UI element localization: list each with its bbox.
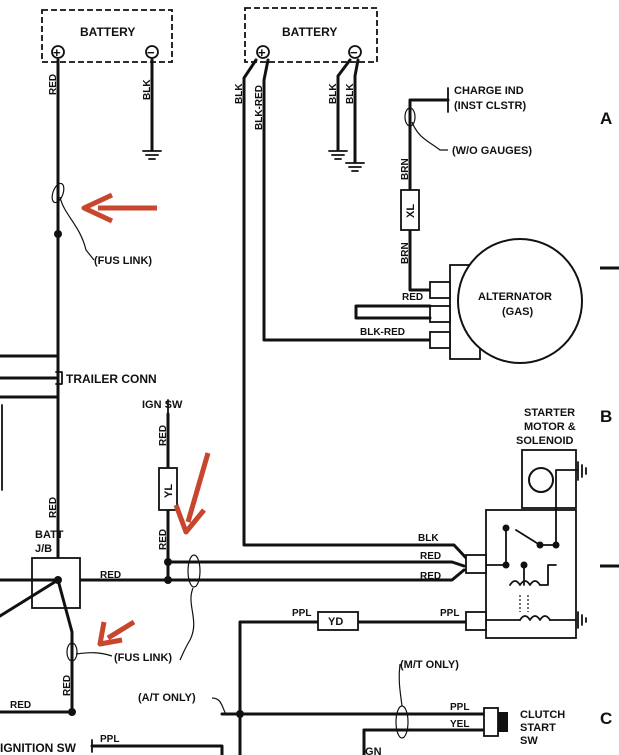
wire-alt-red-loop (354, 304, 432, 320)
splice-dot (68, 708, 76, 716)
wire-label-blk-batt1: BLK (142, 79, 153, 100)
battery-left-negative-sign: − (147, 45, 155, 60)
wire-label-blkred-batt2: BLK-RED (254, 85, 265, 130)
battery-right-negative-terminal (348, 45, 362, 59)
charge-ind-sub-label: (INST CLSTR) (454, 100, 526, 112)
fus-link-label-2: (FUS LINK) (114, 652, 172, 664)
zone-a-label: A (600, 109, 612, 128)
battery-left-negative-terminal (145, 45, 159, 59)
fusible-splice (404, 107, 448, 151)
mt-only-label: (M/T ONLY) (400, 659, 459, 671)
battery-left-positive-terminal (51, 45, 65, 59)
trailer-conn-label: TRAILER CONN (66, 372, 157, 386)
at-only-leader (211, 697, 227, 715)
wire-label-brn-top: BRN (400, 158, 411, 180)
wire-label-brn-bottom: BRN (400, 242, 411, 264)
wire-label-ppl-clutch: PPL (450, 702, 469, 713)
wire-battery2-blk-starter (242, 58, 470, 562)
battery-right-label: BATTERY (282, 25, 337, 39)
xl-component (400, 189, 420, 231)
yd-label: YD (328, 616, 343, 628)
zone-c-label: C (600, 709, 612, 728)
wire-label-ppl-right: PPL (440, 608, 459, 619)
battery-right: BATTERY + − (244, 7, 378, 63)
ground-icon (328, 150, 348, 160)
batt-jb-label: BATT (35, 529, 64, 541)
connector-icon (55, 371, 63, 385)
wire-jb-diag-1 (0, 578, 60, 618)
zone-b-label: B (600, 407, 612, 426)
wire-label-red-starter-2: RED (420, 571, 441, 582)
battery-right-positive-sign: + (258, 45, 266, 60)
clutch-label-3: SW (520, 735, 538, 747)
battery-left-label: BATTERY (80, 25, 135, 39)
wire-label-red-ign: RED (158, 425, 169, 446)
ign-sw-label: IGN SW (142, 399, 183, 411)
alternator-sub-label: (GAS) (502, 306, 534, 318)
annotation-arrow-icon (173, 452, 211, 535)
ignition-sw-label: IGNITION SW (0, 741, 77, 755)
wo-gauges-label: (W/O GAUGES) (452, 145, 532, 157)
wire-label-red-bottom: RED (10, 700, 31, 711)
starter-label: STARTER (524, 407, 575, 419)
wire-ppl-starter (238, 620, 468, 755)
battery-left: BATTERY + − (41, 9, 173, 63)
wire-label-yel-clutch: YEL (450, 719, 469, 730)
ground-icon (577, 611, 587, 629)
yl-component (158, 467, 178, 511)
wire-battery2-blkred-alternator (262, 58, 432, 342)
wire-battery2-ground-2 (353, 58, 360, 164)
battery-right-negative-sign: − (350, 45, 358, 60)
wire-jb-diag-2 (56, 578, 74, 714)
wire-label-blk-batt2-gnd2: BLK (345, 83, 356, 104)
clutch-label-2: START (520, 722, 556, 734)
wire-label-ppl-left: PPL (292, 608, 311, 619)
fusible-link-2 (66, 642, 113, 662)
batt-jb-sub-label: J/B (35, 543, 52, 555)
starter-label-3: SOLENOID (516, 435, 574, 447)
alternator (429, 238, 583, 364)
wire-label-red-yl: RED (158, 529, 169, 550)
wire-label-blkred-alt: BLK-RED (360, 327, 405, 338)
wire-label-red-fl2: RED (62, 675, 73, 696)
xl-label: XL (405, 204, 417, 218)
splice-dot (54, 576, 62, 584)
charge-ind-label: CHARGE IND (454, 85, 524, 97)
wire-label-ppl-bottom: PPL (100, 734, 119, 745)
fusible-link-1 (51, 182, 95, 261)
ground-icon (345, 162, 365, 172)
battery-right-positive-terminal (256, 45, 270, 59)
clutch-label: CLUTCH (520, 709, 565, 721)
ground-icon (142, 150, 162, 160)
fusible-splice (179, 554, 201, 661)
starter-label-2: MOTOR & (524, 421, 576, 433)
fusible-splice (395, 663, 409, 739)
wire-label-blk-batt2-gnd1: BLK (328, 83, 339, 104)
clutch-start-switch (483, 707, 508, 737)
ign-bottom-label: IGN (362, 746, 382, 755)
wire-label-red-jb-vertical: RED (48, 497, 59, 518)
wire-label-red-jb: RED (100, 570, 121, 581)
battery-left-positive-sign: + (53, 45, 61, 60)
wire-label-red-batt1: RED (48, 74, 59, 95)
wire-battery2-ground-1 (336, 58, 352, 152)
wire-label-blk-starter: BLK (418, 533, 439, 544)
fus-link-label-1: (FUS LINK) (94, 255, 152, 267)
annotation-arrow-icon (81, 192, 157, 224)
ground-icon (577, 461, 587, 481)
annotation-arrow-icon (97, 619, 136, 647)
wire-label-red-alt: RED (402, 292, 423, 303)
wire-label-blk-batt2: BLK (234, 83, 245, 104)
yl-label: YL (163, 484, 175, 498)
wire-label-red-starter-1: RED (420, 551, 441, 562)
wire-red-starter-upper (166, 560, 466, 568)
wire-ppl-bottom (90, 744, 224, 755)
yd-component (317, 611, 359, 631)
alternator-label: ALTERNATOR (478, 291, 552, 303)
starter-solenoid (465, 449, 579, 639)
at-only-label: (A/T ONLY) (138, 692, 196, 704)
